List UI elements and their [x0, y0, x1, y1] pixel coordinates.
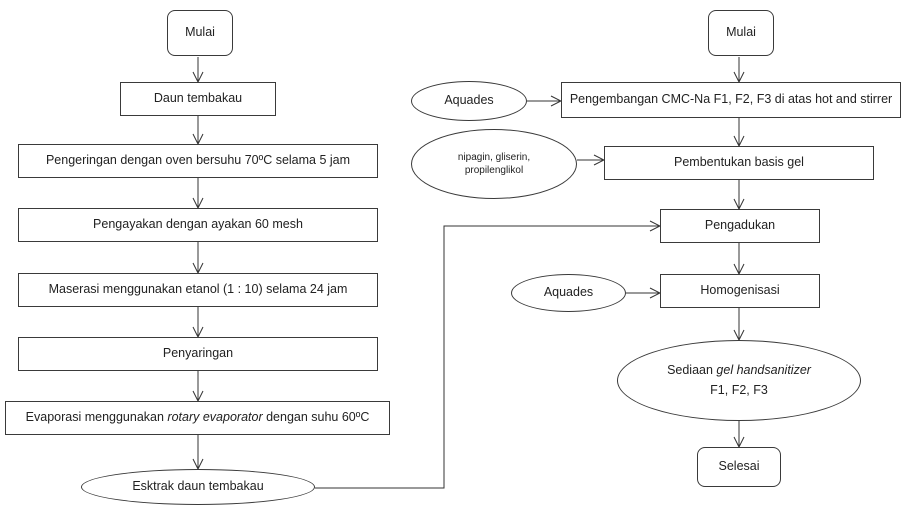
output-product: Sediaan gel handsanitizer F1, F2, F3: [617, 340, 861, 421]
step-leaf: Daun tembakau: [120, 82, 276, 116]
step-homogenize: Homogenisasi: [660, 274, 820, 308]
step-sieving: Pengayakan dengan ayakan 60 mesh: [18, 208, 378, 242]
start-terminal-right: Mulai: [708, 10, 774, 56]
input-aquades-1: Aquades: [411, 81, 527, 121]
start-terminal-left: Mulai: [167, 10, 233, 56]
end-terminal: Selesai: [697, 447, 781, 487]
output-extract: Esktrak daun tembakau: [81, 469, 315, 505]
start-label: Mulai: [185, 25, 215, 40]
step-maceration: Maserasi menggunakan etanol (1 : 10) sel…: [18, 273, 378, 307]
step-filtering: Penyaringan: [18, 337, 378, 371]
step-evaporation: Evaporasi menggunakan rotary evaporator …: [5, 401, 390, 435]
input-additives: nipagin, gliserin, propilenglikol: [411, 129, 577, 199]
input-aquades-2: Aquades: [511, 274, 626, 312]
step-drying: Pengeringan dengan oven bersuhu 70ºC sel…: [18, 144, 378, 178]
step-gel-base: Pembentukan basis gel: [604, 146, 874, 180]
arrow-extract-to-stirring: [315, 226, 660, 489]
step-stirring: Pengadukan: [660, 209, 820, 243]
step-cmc-swelling: Pengembangan CMC-Na F1, F2, F3 di atas h…: [561, 82, 901, 118]
